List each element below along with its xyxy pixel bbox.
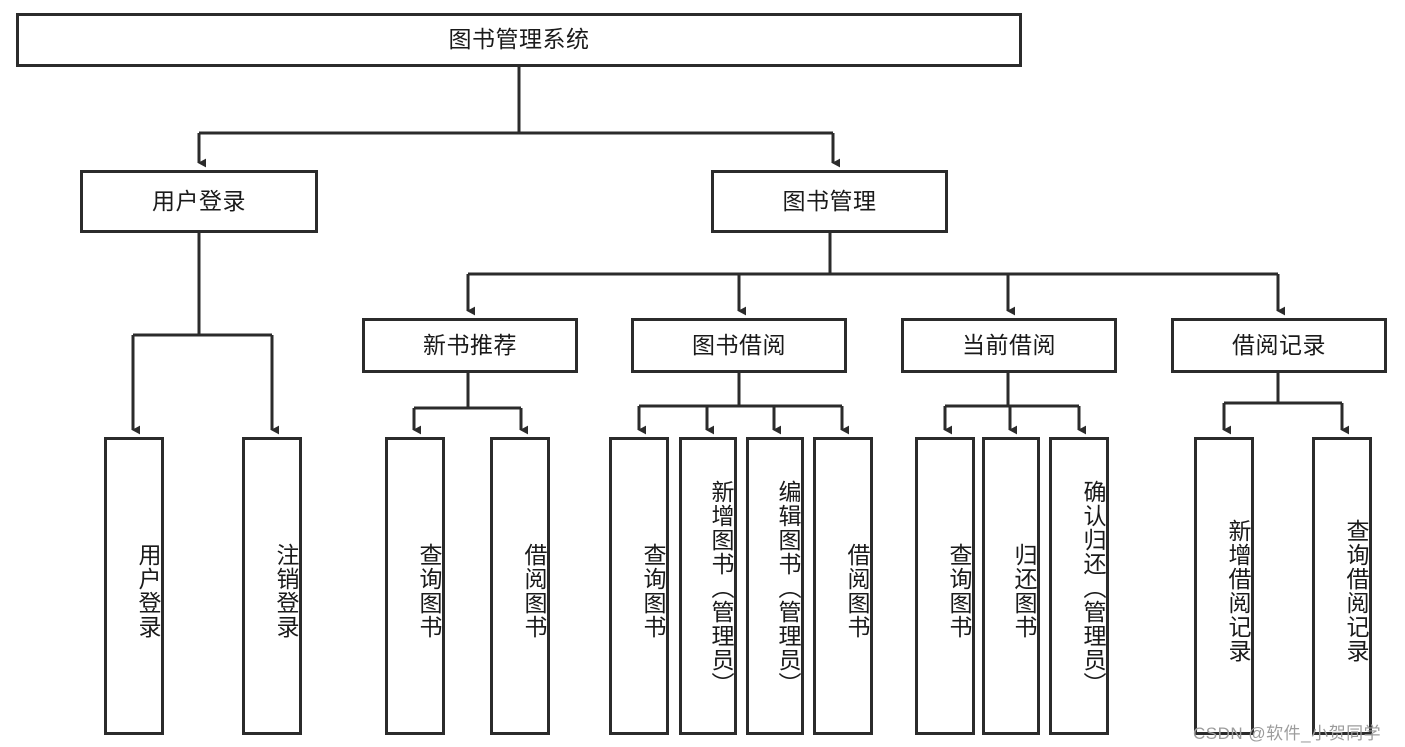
node-label: 用户登录	[135, 543, 161, 639]
node-label: 新增图书（管理员）	[708, 480, 734, 696]
node-label: 查询图书	[640, 543, 666, 639]
node-book-borrow[interactable]: 图书借阅	[631, 318, 847, 373]
node-label: 归还图书	[1011, 543, 1037, 639]
leaf-query-book-borrow[interactable]: 查询图书	[609, 437, 669, 735]
node-root-book-management-system[interactable]: 图书管理系统	[16, 13, 1022, 67]
node-label: 注销登录	[273, 543, 299, 639]
node-current-borrow[interactable]: 当前借阅	[901, 318, 1117, 373]
leaf-edit-book-admin[interactable]: 编辑图书（管理员）	[746, 437, 804, 735]
node-label: 新书推荐	[423, 331, 517, 358]
leaf-confirm-return-admin[interactable]: 确认归还（管理员）	[1049, 437, 1109, 735]
node-label: 用户登录	[152, 187, 246, 214]
node-user-login[interactable]: 用户登录	[80, 170, 318, 233]
node-label: 借阅记录	[1232, 331, 1326, 358]
node-book-management[interactable]: 图书管理	[711, 170, 948, 233]
node-label: 确认归还（管理员）	[1080, 480, 1106, 696]
leaf-add-borrow-record[interactable]: 新增借阅记录	[1194, 437, 1254, 735]
csdn-watermark: CSDN @软件_小贺同学	[1193, 724, 1382, 743]
node-borrow-record[interactable]: 借阅记录	[1171, 318, 1387, 373]
node-label: 借阅图书	[521, 543, 547, 639]
node-label: 图书借阅	[692, 331, 786, 358]
node-label: 编辑图书（管理员）	[775, 480, 801, 696]
leaf-borrow-book-borrow[interactable]: 借阅图书	[813, 437, 873, 735]
leaf-borrow-book-recommend[interactable]: 借阅图书	[490, 437, 550, 735]
node-label: 图书管理系统	[448, 26, 590, 53]
node-label: 查询图书	[946, 543, 972, 639]
node-label: 图书管理	[782, 187, 877, 214]
leaf-query-book-recommend[interactable]: 查询图书	[385, 437, 445, 735]
node-label: 新增借阅记录	[1225, 519, 1251, 663]
node-label: 查询图书	[416, 543, 442, 639]
leaf-query-book-current[interactable]: 查询图书	[915, 437, 975, 735]
node-new-book-recommend[interactable]: 新书推荐	[362, 318, 578, 373]
node-label: 当前借阅	[962, 331, 1056, 358]
leaf-query-borrow-record[interactable]: 查询借阅记录	[1312, 437, 1372, 735]
node-label: 查询借阅记录	[1343, 519, 1369, 663]
node-label: 借阅图书	[844, 543, 870, 639]
leaf-return-book[interactable]: 归还图书	[982, 437, 1040, 735]
leaf-logout-login[interactable]: 注销登录	[242, 437, 302, 735]
leaf-user-login[interactable]: 用户登录	[104, 437, 164, 735]
leaf-add-book-admin[interactable]: 新增图书（管理员）	[679, 437, 737, 735]
